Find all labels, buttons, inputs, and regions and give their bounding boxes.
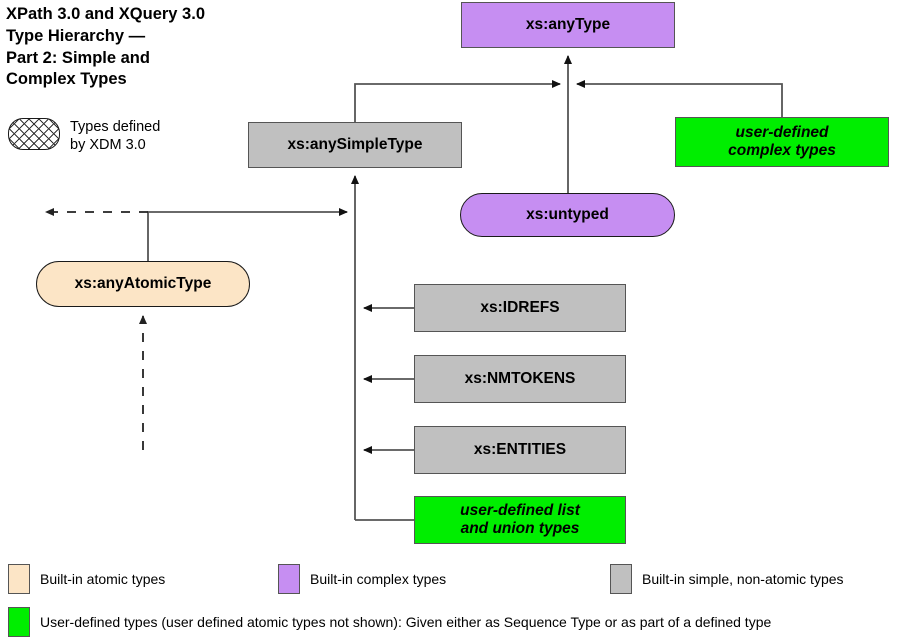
- hatched-stadium-icon: [8, 118, 60, 150]
- node-label: xs:NMTOKENS: [464, 369, 576, 387]
- node-any-atomic-type[interactable]: xs:anyAtomicType: [36, 261, 250, 307]
- node-any-type[interactable]: xs:anyType: [461, 2, 675, 48]
- node-label: xs:anyType: [525, 15, 611, 33]
- node-nmtokens[interactable]: xs:NMTOKENS: [414, 355, 626, 403]
- node-label: xs:anySimpleType: [287, 135, 423, 153]
- page-title: XPath 3.0 and XQuery 3.0 Type Hierarchy …: [6, 5, 205, 89]
- legend-swatch-complex: [278, 564, 300, 594]
- legend-label-complex: Built-in complex types: [310, 571, 447, 587]
- node-label: xs:IDREFS: [480, 298, 560, 316]
- edge-anyatomictype-to-anysimpletype: [147, 208, 348, 261]
- legend-item-simple-non-atomic: Built-in simple, non-atomic types: [610, 564, 844, 594]
- node-untyped[interactable]: xs:untyped: [460, 193, 675, 237]
- legend-swatch-simple-non-atomic: [610, 564, 632, 594]
- legend-item-complex: Built-in complex types: [278, 564, 446, 594]
- node-user-defined-list-and-union-types[interactable]: user-defined list and union types: [414, 496, 626, 544]
- node-label: user-defined complex types: [728, 123, 836, 159]
- xdm-legend: Types defined by XDM 3.0: [8, 118, 160, 155]
- edge-complextypes-to-anytype: [576, 80, 783, 117]
- xdm-legend-label: Types defined by XDM 3.0: [70, 119, 161, 154]
- node-label: xs:ENTITIES: [473, 440, 567, 458]
- node-user-defined-complex-types[interactable]: user-defined complex types: [675, 117, 889, 167]
- node-idrefs[interactable]: xs:IDREFS: [414, 284, 626, 332]
- legend-label-user-defined: User-defined types (user defined atomic …: [40, 614, 772, 630]
- node-any-simple-type[interactable]: xs:anySimpleType: [248, 122, 462, 168]
- node-label: xs:anyAtomicType: [74, 274, 212, 292]
- legend-swatch-atomic: [8, 564, 30, 594]
- node-label: user-defined list and union types: [460, 501, 580, 537]
- legend-label-atomic: Built-in atomic types: [40, 571, 166, 587]
- legend-swatch-user-defined: [8, 607, 30, 637]
- node-label: xs:untyped: [526, 205, 609, 223]
- legend-item-atomic: Built-in atomic types: [8, 564, 165, 594]
- legend-item-user-defined: User-defined types (user defined atomic …: [8, 607, 771, 637]
- node-entities[interactable]: xs:ENTITIES: [414, 426, 626, 474]
- edge-anysimpletype-to-anytype: [354, 80, 561, 122]
- legend-label-simple-non-atomic: Built-in simple, non-atomic types: [642, 571, 844, 587]
